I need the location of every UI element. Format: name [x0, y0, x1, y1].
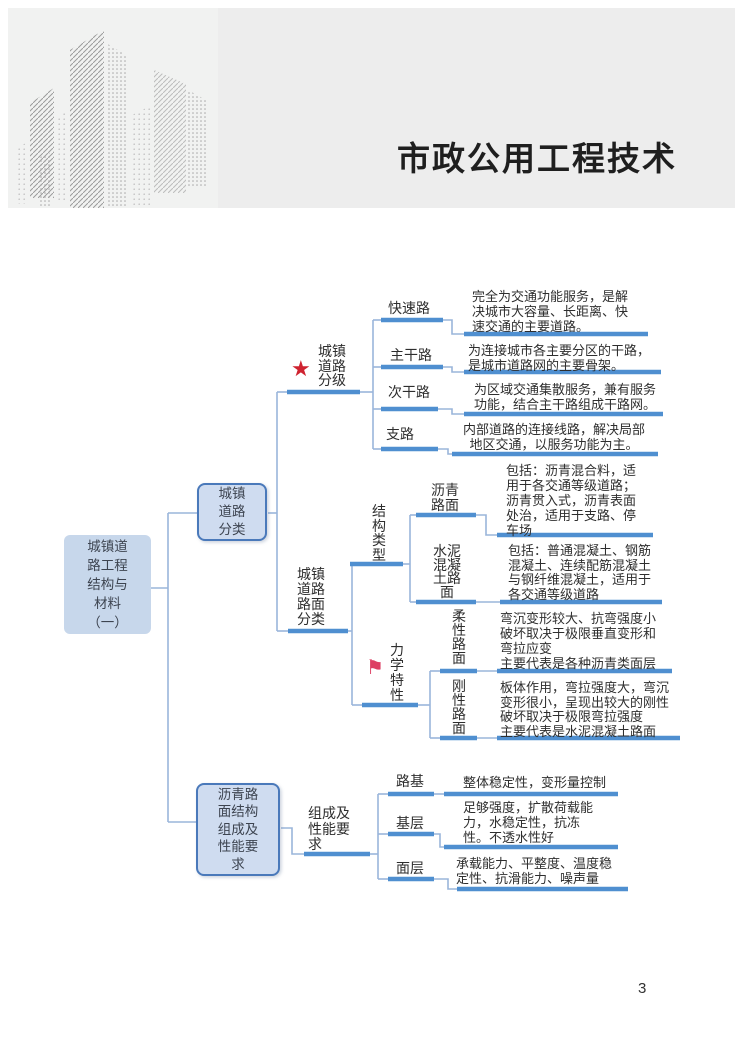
page-number: 3: [638, 980, 647, 997]
desc-cement-pavement: 包括：普通混凝土、钢筋 混凝土、连续配筋混凝土 与钢纤维混凝土，适用于 各交通等…: [508, 543, 652, 602]
thin-connector-lines: [151, 319, 500, 890]
desc-base-layer: 足够强度，扩散荷载能 力，水稳定性，抗冻 性。不透水性好: [463, 800, 594, 845]
node-flexible-pavement: 柔 性 路 面: [452, 610, 466, 667]
root-node: 城镇道 路工程 结构与 材料 （一）: [64, 535, 151, 634]
desc-expressway: 完全为交通功能服务，是解 决城市大容量、长距离、快 速交通的主要道路。: [472, 289, 629, 334]
node-pavement-classification: 城镇 道路 路面 分类: [297, 568, 325, 628]
node-surface-layer: 面层: [396, 862, 424, 877]
node-rigid-pavement: 刚 性 路 面: [452, 680, 466, 737]
node-structure-type: 结 构 类 型: [372, 505, 386, 564]
page-title: 市政公用工程技术: [397, 140, 677, 177]
building-illustration-panel: [8, 8, 218, 208]
desc-asphalt-pavement: 包括：沥青混合料，适 用于各交通等级道路； 沥青贯入式，沥青表面 处治，适用于支…: [506, 463, 637, 538]
node-subgrade: 路基: [396, 775, 424, 790]
node-expressway: 快速路: [388, 302, 430, 317]
node-composition-requirements: 组成及 性能要 求: [308, 807, 350, 853]
node-cement-pavement: 水泥 混凝 土路 面: [433, 545, 461, 601]
desc-branch-road: 内部道路的连接线路，解决局部 地区交通，以服务功能为主。: [462, 422, 645, 452]
desc-rigid-pavement: 板体作用，弯拉强度大，弯沉 变形很小，呈现出较大的刚性 破坏取决于极限弯拉强度 …: [500, 680, 670, 739]
desc-surface-layer: 承载能力、平整度、温度稳 定性、抗滑能力、噪声量: [456, 856, 613, 886]
desc-secondary-road: 为区域交通集散服务，兼有服务 功能，结合主干路组成干路网。: [474, 382, 657, 412]
node-branch-road: 支路: [386, 428, 414, 443]
star-icon: ★: [291, 356, 311, 381]
node-asphalt-pavement: 沥青 路面: [431, 484, 459, 514]
thick-underlines: [287, 317, 680, 892]
desc-subgrade: 整体稳定性，变形量控制: [463, 775, 607, 790]
flag-icon: ⚑: [366, 657, 384, 679]
node-base-layer: 基层: [396, 817, 424, 832]
node-mechanical-properties: 力 学 特 性: [390, 644, 404, 704]
city-buildings-icon: [16, 30, 206, 208]
node-asphalt-structure: 沥青路 面结构 组成及 性能要 求: [196, 783, 280, 876]
desc-arterial-road: 为连接城市各主要分区的干路， 是城市道路网的主要骨架。: [468, 343, 651, 373]
node-secondary-road: 次干路: [388, 386, 430, 401]
node-road-grading: 城镇 道路 分级: [318, 345, 346, 389]
node-road-classification: 城镇 道路 分类: [197, 483, 267, 541]
node-arterial-road: 主干路: [390, 349, 432, 364]
desc-flexible-pavement: 弯沉变形较大、抗弯强度小 破坏取决于极限垂直变形和 弯拉应变 主要代表是各种沥青…: [500, 611, 657, 671]
